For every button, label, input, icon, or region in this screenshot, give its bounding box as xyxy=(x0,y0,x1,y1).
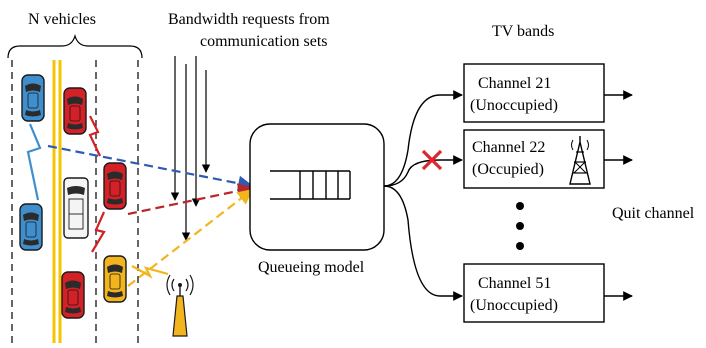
link-bolt-red-top xyxy=(88,115,101,157)
request-flow-yellow xyxy=(127,189,254,287)
channel-22-name: Channel 22 xyxy=(472,139,545,156)
vehicles-label: N vehicles xyxy=(28,11,96,28)
tv-tower-icon xyxy=(569,136,591,185)
channel-box-22: Channel 22 (Occupied) xyxy=(463,129,605,189)
road xyxy=(11,60,139,343)
vehicles-brace xyxy=(7,33,143,59)
channel-22-status: (Occupied) xyxy=(472,161,544,178)
vehicle-blue-bottom xyxy=(19,203,43,251)
channel-box-21: Channel 21 (Unoccupied) xyxy=(463,63,605,123)
quit-channel-label: Quit channel xyxy=(612,205,695,222)
vehicle-red-middle xyxy=(103,162,127,210)
channel-box-51: Channel 51 (Unoccupied) xyxy=(463,263,605,323)
request-flow-blue xyxy=(47,144,254,191)
request-flow-red xyxy=(127,183,254,216)
channel-branch-arrows xyxy=(383,90,463,301)
ellipsis-dots xyxy=(516,202,524,250)
request-arrows xyxy=(170,56,211,241)
link-bolt-blue xyxy=(26,123,42,201)
blocked-cross-icon xyxy=(421,149,443,171)
requests-label-line2: communication sets xyxy=(200,33,328,50)
vehicle-red-top xyxy=(63,87,87,135)
queueing-model-box xyxy=(249,123,385,251)
roadside-unit-icon xyxy=(166,274,194,337)
vehicle-blue-top xyxy=(21,74,45,122)
tv-bands-label: TV bands xyxy=(492,23,554,40)
link-bolt-red-bottom xyxy=(91,211,106,253)
vehicle-red-bottom xyxy=(61,271,85,319)
channel-51-status: (Unoccupied) xyxy=(470,297,558,314)
requests-label-line1: Bandwidth requests from xyxy=(168,11,330,28)
channel-21-name: Channel 21 xyxy=(478,75,551,92)
vehicle-yellow xyxy=(103,255,127,303)
vehicle-white-truck xyxy=(63,177,89,239)
channel-21-status: (Unoccupied) xyxy=(470,97,558,114)
queueing-model-label: Queueing model xyxy=(258,259,365,276)
link-bolt-yellow xyxy=(131,265,169,279)
channel-51-name: Channel 51 xyxy=(478,275,551,292)
